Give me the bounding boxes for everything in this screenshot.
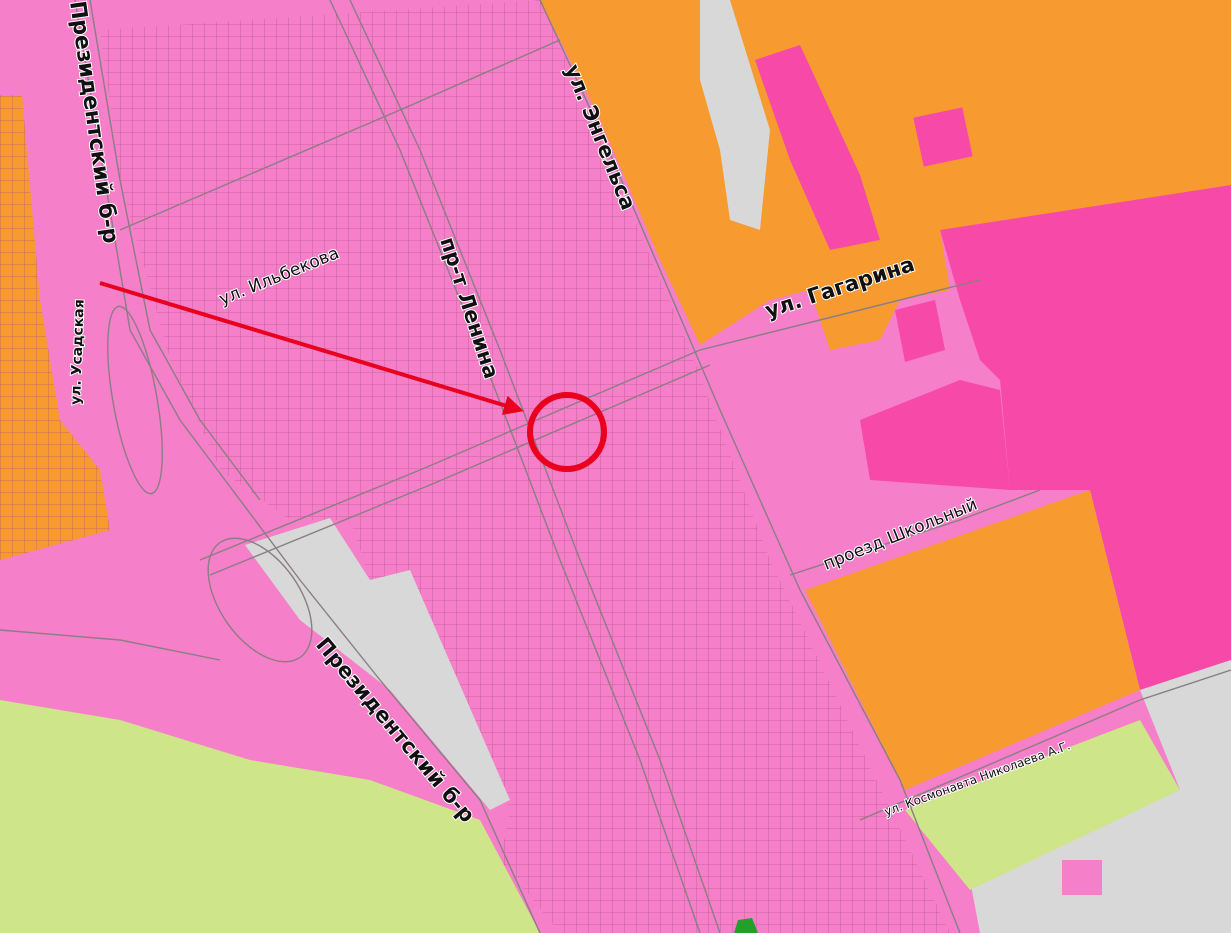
commercial-zone-middle xyxy=(860,380,1010,490)
label-usadskaya: ул. Усадская xyxy=(68,299,88,405)
small-building xyxy=(1062,860,1102,895)
green-zone-bottom-left xyxy=(0,700,540,933)
green-zone-right xyxy=(905,720,1180,890)
location-arrow xyxy=(99,281,524,415)
small-green-spot xyxy=(734,918,758,933)
commercial-zone-strip xyxy=(755,45,880,250)
gray-zone-lot xyxy=(245,518,510,810)
gray-zone-right xyxy=(970,660,1231,933)
commercial-zone-right xyxy=(940,185,1231,690)
industrial-zone-middle xyxy=(805,490,1140,790)
commercial-zone-square xyxy=(913,107,973,167)
commercial-zone-small xyxy=(895,300,945,362)
industrial-zone-left-grid xyxy=(0,95,110,560)
gray-zone-top xyxy=(700,0,770,230)
location-marker-circle[interactable] xyxy=(527,392,607,472)
